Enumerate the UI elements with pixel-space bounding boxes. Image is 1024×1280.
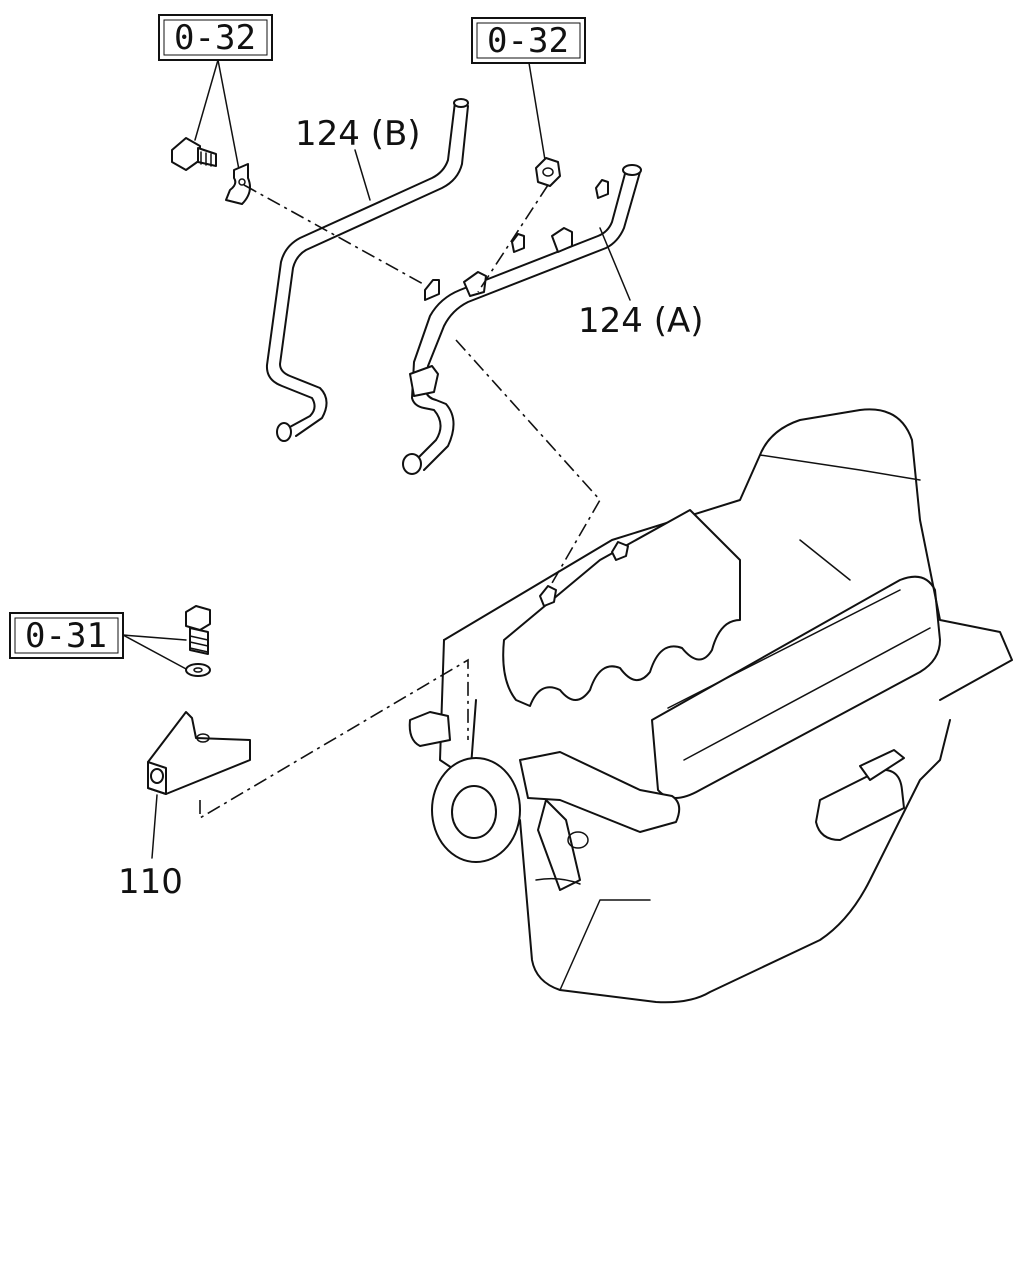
pipe-124a[interactable] <box>402 164 642 475</box>
ref-box-0-32-top-right[interactable]: 0-32 <box>471 17 586 64</box>
bracket-bolt-icon[interactable] <box>185 605 211 655</box>
pipe-124b[interactable] <box>265 98 469 442</box>
ref-label-0-32-a: 0-32 <box>174 18 256 58</box>
ref-box-0-32-top-left[interactable]: 0-32 <box>158 14 273 61</box>
ref-leaders <box>122 59 546 671</box>
nut-icon[interactable] <box>535 157 561 187</box>
leader-124a <box>599 227 631 301</box>
label-124b: 124 (B) <box>295 114 421 154</box>
ref-box-0-31-left[interactable]: 0-31 <box>9 612 124 659</box>
label-124a: 124 (A) <box>578 301 704 341</box>
ref-label-0-31: 0-31 <box>25 616 107 656</box>
leader-124b <box>354 149 371 201</box>
bracket-110[interactable] <box>147 711 251 795</box>
washer-icon[interactable] <box>185 663 211 677</box>
label-110: 110 <box>118 862 183 902</box>
ref-label-0-32-b: 0-32 <box>487 21 569 61</box>
engine-block <box>408 408 1013 1004</box>
leader-110 <box>151 794 158 859</box>
bolt-icon[interactable] <box>171 137 217 171</box>
pipe-clip-icon[interactable] <box>225 163 251 205</box>
center-lines <box>199 184 601 820</box>
